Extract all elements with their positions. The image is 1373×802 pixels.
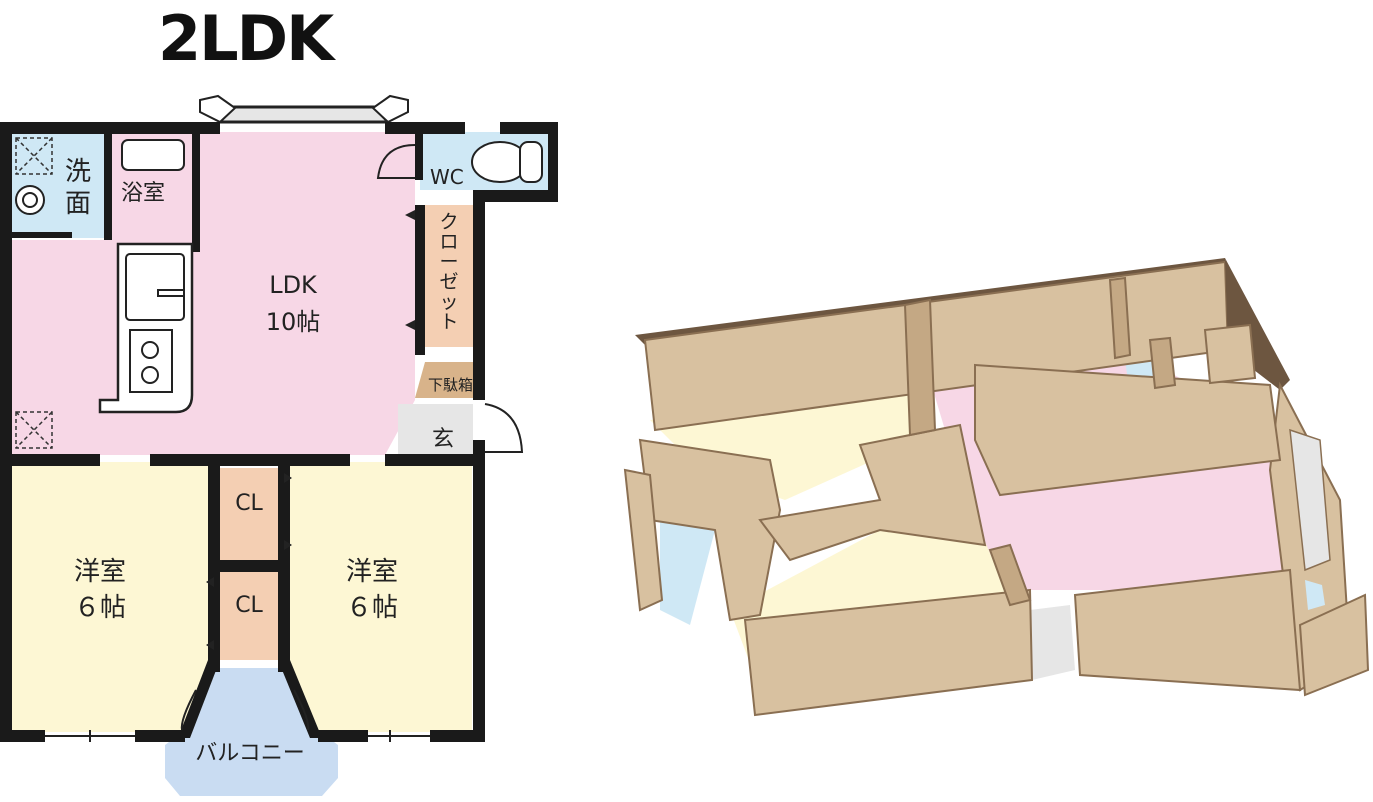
label-ldk-size: 10帖 — [266, 308, 321, 336]
room-cl-bottom — [220, 572, 278, 660]
vlabel-closet-glyph: ロ — [439, 231, 458, 253]
wash-basin-icon — [15, 185, 45, 215]
laundry-marker-icon — [15, 137, 53, 449]
closet-arrows — [206, 210, 415, 650]
label-yokushitsu: 浴室 — [121, 181, 165, 206]
label-western-left: 洋室 — [74, 557, 126, 587]
room-closet — [425, 205, 473, 347]
label-cl-top: CL — [235, 491, 263, 516]
label-western-left-size: ６帖 — [74, 593, 126, 623]
bay-window-top — [199, 94, 409, 124]
label-genkan: 玄 — [432, 427, 454, 452]
room-western-right — [290, 462, 472, 732]
windows-bottom — [45, 730, 430, 742]
label-getabako: 下駄箱 — [428, 376, 473, 394]
vlabel-closet-glyph: ク — [439, 211, 458, 233]
vlabel-closet-glyph: ゼ — [439, 271, 458, 293]
iso-floor-blue — [660, 520, 715, 625]
label-western-right-size: ６帖 — [346, 593, 398, 623]
room-western-left — [12, 462, 208, 732]
label-western-right: 洋室 — [346, 557, 398, 587]
walls — [0, 122, 558, 742]
bathtub-icon — [121, 139, 185, 171]
vlabel-senmen-glyph: 面 — [65, 189, 91, 219]
room-ldk — [12, 132, 415, 455]
doors — [180, 144, 524, 731]
toilet-icon — [471, 141, 543, 183]
plan-title: 2LDK — [158, 2, 334, 75]
room-genkan — [398, 404, 473, 454]
vlabel-closet-glyph: ー — [439, 251, 458, 273]
room-getabako — [415, 362, 473, 398]
isometric-view — [623, 258, 1370, 717]
label-balcony: バルコニー — [195, 741, 305, 766]
label-cl-bottom: CL — [235, 593, 263, 618]
label-ldk: LDK — [269, 271, 318, 299]
vlabel-closet-glyph: ッ — [439, 291, 458, 313]
vlabel-closet-glyph: ト — [439, 311, 458, 333]
vlabel-senmen-glyph: 洗 — [65, 157, 91, 187]
room-cl-top — [220, 468, 278, 560]
kitchen-counter — [98, 242, 194, 414]
label-wc: WC — [430, 165, 464, 189]
iso-floor-gray — [1030, 605, 1075, 680]
label-senmen: 洗面 — [65, 157, 91, 219]
